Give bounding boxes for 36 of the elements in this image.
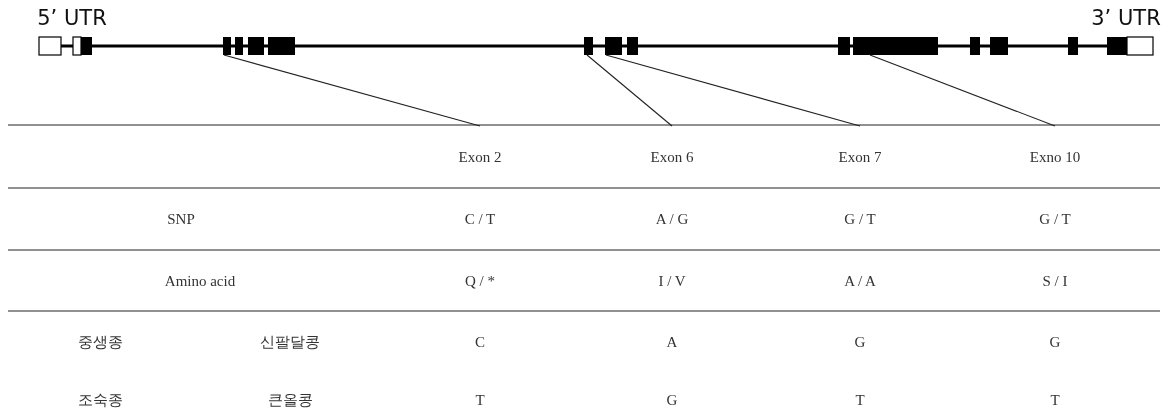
amino-acid-change: A / A xyxy=(844,272,876,290)
cultivar-name: 큰올콩 xyxy=(267,390,313,410)
exon-block xyxy=(223,37,231,55)
column-header: Exon 7 xyxy=(800,127,920,187)
cultivar-name: 중생종 xyxy=(77,332,123,352)
leader-line xyxy=(586,54,673,127)
utr-label: 3’ UTR xyxy=(1091,6,1161,30)
row-header: Amino acid xyxy=(164,272,236,290)
row-header: SNP xyxy=(167,210,195,228)
column-header: Exno 10 xyxy=(995,127,1115,187)
genotype-letter: A xyxy=(666,333,678,351)
genotype-letter: G xyxy=(666,391,678,409)
cultivar-name: 신팔달콩 xyxy=(260,332,320,352)
snp-allele: A / G xyxy=(655,210,689,228)
leader-line xyxy=(223,54,481,127)
genotype-letter: C xyxy=(475,333,485,351)
leader-line xyxy=(605,54,861,127)
cultivar-name: 조숙종 xyxy=(77,390,123,410)
leader-line xyxy=(869,54,1056,127)
column-header: Exon 6 xyxy=(612,127,732,187)
exon-block xyxy=(605,37,622,55)
genotype-letter: G xyxy=(854,333,866,351)
exon-block xyxy=(838,37,850,55)
column-header: Exon 2 xyxy=(420,127,540,187)
snp-allele: C / T xyxy=(464,210,496,228)
snp-allele: G / T xyxy=(1039,210,1071,228)
amino-acid-change: I / V xyxy=(658,272,686,290)
genotype-letter: G xyxy=(1049,333,1061,351)
genotype-letter: T xyxy=(855,391,865,409)
amino-acid-change: S / I xyxy=(1042,272,1068,290)
amino-acid-change: Q / * xyxy=(465,272,495,290)
snp-allele: G / T xyxy=(844,210,876,228)
genotype-letter: T xyxy=(1050,391,1060,409)
exon-block xyxy=(584,37,593,55)
utr-label: 5’ UTR xyxy=(37,6,107,30)
genotype-letter: T xyxy=(475,391,485,409)
